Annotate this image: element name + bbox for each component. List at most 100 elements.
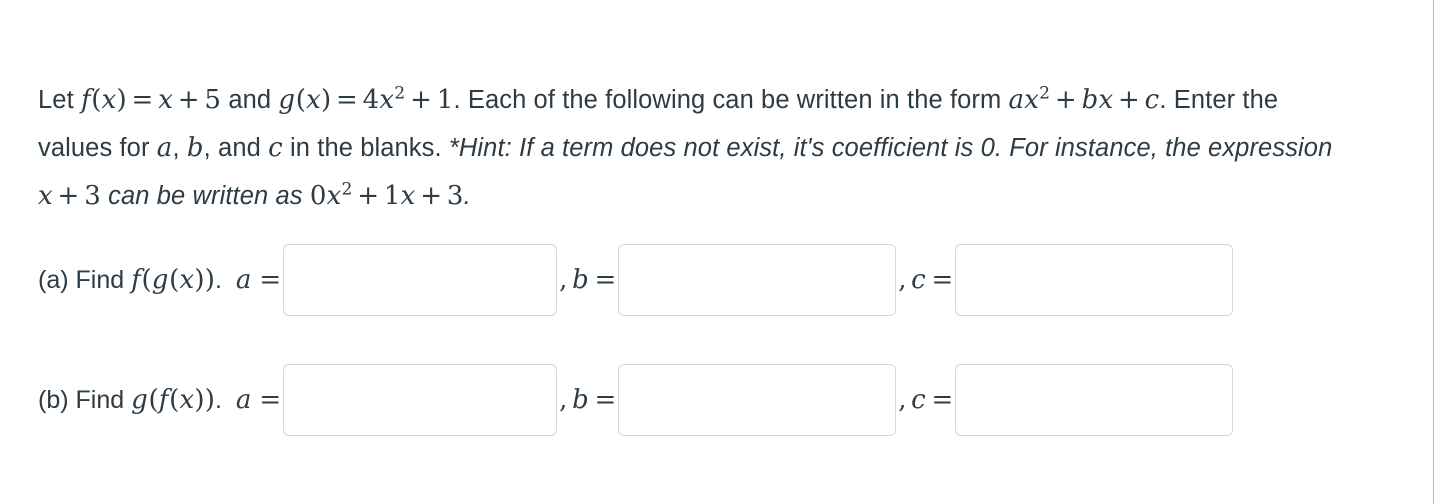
paren-open: (: [91, 85, 102, 115]
math-f-of-g-of-x: f(g(x)): [131, 265, 215, 295]
math-coefficient-1: 1: [383, 181, 401, 211]
math-variable-x: x: [179, 265, 195, 295]
math-variable-x: x: [400, 181, 416, 211]
comma-glyph: ,: [898, 265, 907, 295]
stem-text-let: Let: [38, 86, 81, 114]
math-coefficient-a: a: [1008, 85, 1025, 115]
coefficient-c-label: c: [911, 385, 926, 415]
paren-close: ): [116, 85, 127, 115]
answer-rows: (a) Find f(g(x)). a= ,b= ,c= (b) Find g(…: [38, 243, 1383, 437]
input-a-coefficient-a[interactable]: [283, 244, 558, 316]
equals-sign: =: [335, 85, 358, 115]
plus-sign: +: [410, 85, 433, 115]
separator-b-b: ,b=: [557, 385, 618, 415]
part-a-suffix: .: [215, 266, 222, 294]
math-coefficient-c: c: [1144, 85, 1160, 115]
part-b-label: (b) Find g(f(x)). a=: [38, 385, 283, 415]
paren-close: ): [194, 385, 205, 415]
math-constant-1: 1: [436, 85, 454, 115]
math-general-form: ax2+bx+c: [1009, 85, 1160, 115]
paren-close: ): [204, 385, 216, 415]
hint-text-part2: can be written as: [100, 182, 310, 210]
math-variable-x: x: [1024, 85, 1040, 115]
part-b-suffix: .: [215, 386, 222, 414]
hint-text-part1: *Hint: If a term does not exist, it's co…: [448, 134, 1333, 162]
question-stem: Let f(x)=x+5 and g(x)=4x2+1. Each of the…: [38, 76, 1383, 220]
math-f-symbol: f: [80, 85, 91, 115]
answer-row-b: (b) Find g(f(x)). a= ,b= ,c=: [38, 363, 1383, 437]
separator-a-c: ,c=: [896, 265, 955, 295]
math-f-symbol: f: [131, 265, 141, 295]
math-f-symbol: f: [158, 385, 169, 415]
math-variable-x: x: [179, 385, 195, 415]
separator-b-c: ,c=: [896, 385, 955, 415]
math-variable-x: x: [326, 181, 342, 211]
math-hint-result: 0x2+1x+3: [310, 181, 464, 211]
plus-sign: +: [420, 181, 443, 211]
paren-open: (: [169, 265, 180, 295]
paren-close: ): [204, 265, 216, 295]
math-hint-expression: x+3: [38, 181, 101, 211]
equals-glyph: =: [931, 385, 954, 415]
equals-glyph: =: [594, 265, 617, 295]
math-coefficient-a: a: [156, 133, 173, 163]
math-g-of-f-of-x: g(f(x)): [131, 385, 215, 415]
coefficient-c-label: c: [911, 265, 926, 295]
paren-close: ): [194, 265, 205, 295]
equals-glyph: =: [259, 385, 282, 415]
answer-row-a: (a) Find f(g(x)). a= ,b= ,c=: [38, 243, 1383, 317]
plus-sign: +: [1054, 85, 1077, 115]
coefficient-b-label: b: [572, 265, 589, 295]
math-variable-x: x: [306, 85, 321, 115]
part-a-label: (a) Find f(g(x)). a=: [38, 265, 283, 295]
equals-sign: =: [131, 85, 154, 115]
math-coefficient-0: 0: [309, 181, 327, 211]
math-g-symbol: g: [278, 85, 296, 115]
math-g-symbol: g: [131, 385, 148, 415]
plus-sign: +: [177, 85, 200, 115]
stem-text-and: and: [221, 86, 279, 114]
input-a-coefficient-b[interactable]: [618, 244, 897, 316]
plus-sign: +: [57, 181, 80, 211]
stem-text-and-2: , and: [203, 134, 269, 162]
math-g-symbol: g: [151, 265, 169, 295]
equals-sign-b: =: [252, 385, 284, 415]
math-exponent-2: 2: [1039, 83, 1051, 104]
math-coefficient-c: c: [268, 133, 283, 163]
paren-close: ): [320, 85, 332, 115]
coefficient-a-label: a: [235, 265, 252, 295]
math-variable-x: x: [38, 181, 53, 211]
equals-sign-a: =: [252, 265, 284, 295]
coefficient-b-label: b: [572, 385, 589, 415]
stem-text-comma: ,: [172, 134, 187, 162]
coefficient-a-label: a: [235, 385, 252, 415]
comma-glyph: ,: [559, 385, 568, 415]
math-f-definition: f(x)=x+5: [81, 85, 221, 115]
input-b-coefficient-a[interactable]: [283, 364, 558, 436]
math-constant-3: 3: [84, 181, 101, 211]
math-coefficient-b: b: [1081, 85, 1099, 115]
math-variable-x: x: [101, 85, 117, 115]
math-exponent-2: 2: [341, 179, 353, 200]
plus-sign: +: [1117, 85, 1140, 115]
comma-glyph: ,: [559, 265, 568, 295]
comma-glyph: ,: [898, 385, 907, 415]
question-text: Let f(x)=x+5 and g(x)=4x2+1. Each of the…: [38, 76, 1358, 220]
paren-open: (: [148, 385, 159, 415]
page-divider: [1433, 0, 1434, 504]
math-variable-x: x: [158, 85, 174, 115]
input-b-coefficient-c[interactable]: [955, 364, 1234, 436]
paren-open: (: [295, 85, 307, 115]
math-variable-x: x: [1098, 85, 1114, 115]
paren-open: (: [141, 265, 152, 295]
equals-glyph: =: [594, 385, 617, 415]
part-a-prefix: (a) Find: [38, 266, 132, 294]
math-coefficient-4: 4: [362, 85, 380, 115]
stem-text-enter-values: . Enter the values for: [38, 86, 1279, 162]
math-coefficient-b: b: [186, 133, 204, 163]
equals-glyph: =: [931, 265, 954, 295]
input-a-coefficient-c[interactable]: [955, 244, 1234, 316]
math-variable-x: x: [379, 85, 395, 115]
stem-text-each-of-following: . Each of the following can be written i…: [453, 86, 1009, 114]
input-b-coefficient-b[interactable]: [618, 364, 897, 436]
